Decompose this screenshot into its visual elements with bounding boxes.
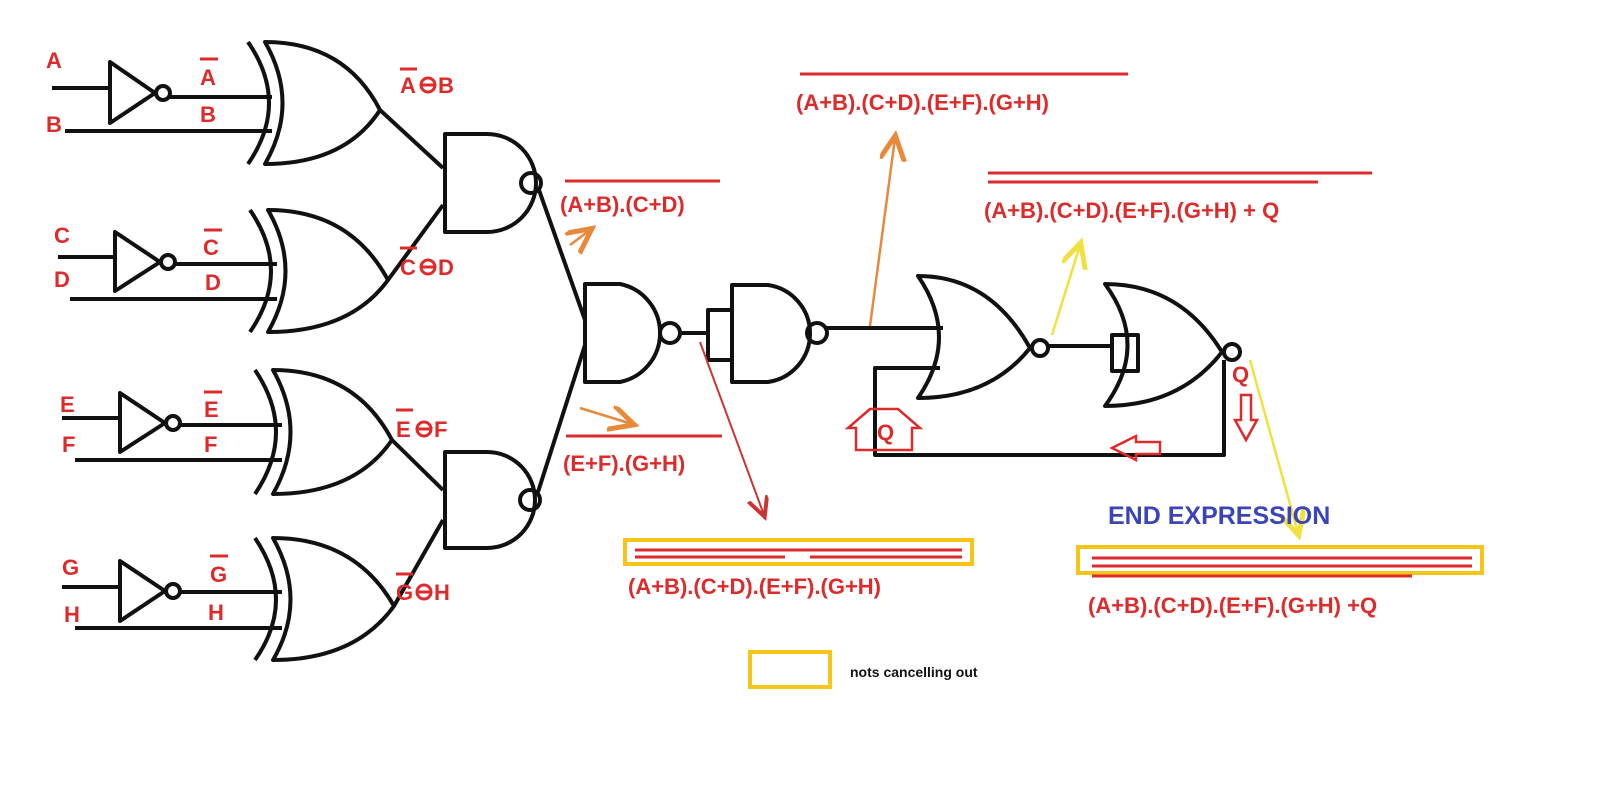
label-input-g: G (62, 555, 79, 580)
label-input-a: A (46, 48, 62, 73)
label-not-c: C (203, 235, 219, 260)
input-group-cd (58, 208, 390, 334)
arrow-third-nand (868, 138, 895, 327)
legend: nots cancelling out (748, 650, 978, 689)
nand-gate-invert (730, 283, 829, 384)
input-group-gh (62, 536, 396, 662)
arrow-nand-bottom (579, 408, 632, 424)
xnor-gate-1 (263, 40, 382, 166)
not-bubble-c (159, 253, 177, 271)
xnor-output-labels: A B C D E F G H (396, 67, 454, 605)
xnor-back-curve-2 (248, 208, 273, 334)
arrow-output (1248, 359, 1298, 533)
legend-swatch (748, 650, 832, 689)
label-input-e: E (60, 392, 75, 417)
xnor-back-curve-1 (246, 40, 271, 166)
expr-after-third-nand: (A+B).(C+D).(E+F).(G+H) (796, 90, 1049, 115)
input-group-ef (62, 368, 394, 496)
expr-nand-top: (A+B).(C+D) (560, 192, 685, 217)
nor-gate-2 (1103, 282, 1242, 408)
highlight-nots-cancel (623, 538, 974, 566)
not-bubble-a (154, 84, 172, 102)
xnor-back-curve-4 (253, 536, 278, 662)
not-gate-c (113, 230, 162, 293)
expr-end: (A+B).(C+D).(E+F).(G+H) +Q (1088, 593, 1377, 618)
label-input-f: F (62, 432, 75, 457)
complement-labels: A B C D E F G H (200, 57, 228, 625)
svg-text:A: A (400, 73, 416, 98)
feedback-wire (873, 360, 1226, 457)
expr-nand-bottom: (E+F).(G+H) (563, 451, 685, 476)
label-input-c: C (54, 223, 70, 248)
not-gate-g (118, 559, 167, 623)
svg-text:H: H (434, 580, 450, 605)
not-gate-e (118, 391, 167, 454)
xnor-label-ab: A B (400, 67, 454, 98)
svg-text:F: F (434, 417, 447, 442)
end-expression-title: END EXPRESSION (1108, 502, 1330, 530)
arrow-first-nor (1050, 245, 1080, 336)
expr-after-second-nand: (A+B).(C+D).(E+F).(G+H) (628, 574, 881, 599)
label-not-a: A (200, 65, 216, 90)
svg-text:G: G (396, 580, 413, 605)
label-feedback-q: Q (877, 420, 894, 445)
label-f-wire: F (204, 432, 217, 457)
label-b-wire: B (200, 102, 216, 127)
nor-gate-1 (916, 274, 1050, 400)
xnor-label-gh: G H (396, 572, 450, 605)
svg-text:D: D (438, 255, 454, 280)
arrow-up-icon (844, 407, 924, 452)
nand-gate-top (443, 132, 543, 234)
xnor-back-curve-3 (253, 368, 278, 496)
not-gate-a (108, 60, 157, 125)
label-h-wire: H (208, 600, 224, 625)
xnor-gate-4 (271, 536, 396, 662)
arrow-second-nand (699, 341, 764, 515)
input-group-ab (52, 40, 382, 166)
arrow-nand-top (570, 230, 590, 245)
nand-gate-combine (583, 282, 682, 384)
expr-after-first-nor: (A+B).(C+D).(E+F).(G+H) + Q (984, 198, 1279, 223)
svg-text:B: B (438, 73, 454, 98)
highlight-end-expression (1076, 545, 1484, 575)
xnor-gate-2 (266, 208, 390, 334)
label-input-h: H (64, 602, 80, 627)
label-not-e: E (204, 397, 219, 422)
label-input-d: D (54, 267, 70, 292)
arrow-down-icon (1232, 393, 1260, 443)
xnor-label-cd: C D (400, 246, 454, 280)
arrow-left-icon (1109, 433, 1162, 463)
legend-label: nots cancelling out (850, 664, 978, 680)
xnor-gate-3 (271, 368, 394, 496)
label-d-wire: D (205, 270, 221, 295)
label-input-b: B (46, 112, 62, 137)
label-not-g: G (210, 562, 227, 587)
nand-gate-bottom (443, 450, 542, 550)
not-bubble-g (164, 582, 182, 600)
label-output-q: Q (1232, 362, 1249, 387)
input-labels: A B C D E F G H (46, 48, 80, 627)
xnor-label-ef: E F (396, 408, 447, 442)
svg-text:C: C (400, 255, 416, 280)
svg-text:E: E (396, 417, 411, 442)
not-bubble-e (164, 414, 182, 432)
